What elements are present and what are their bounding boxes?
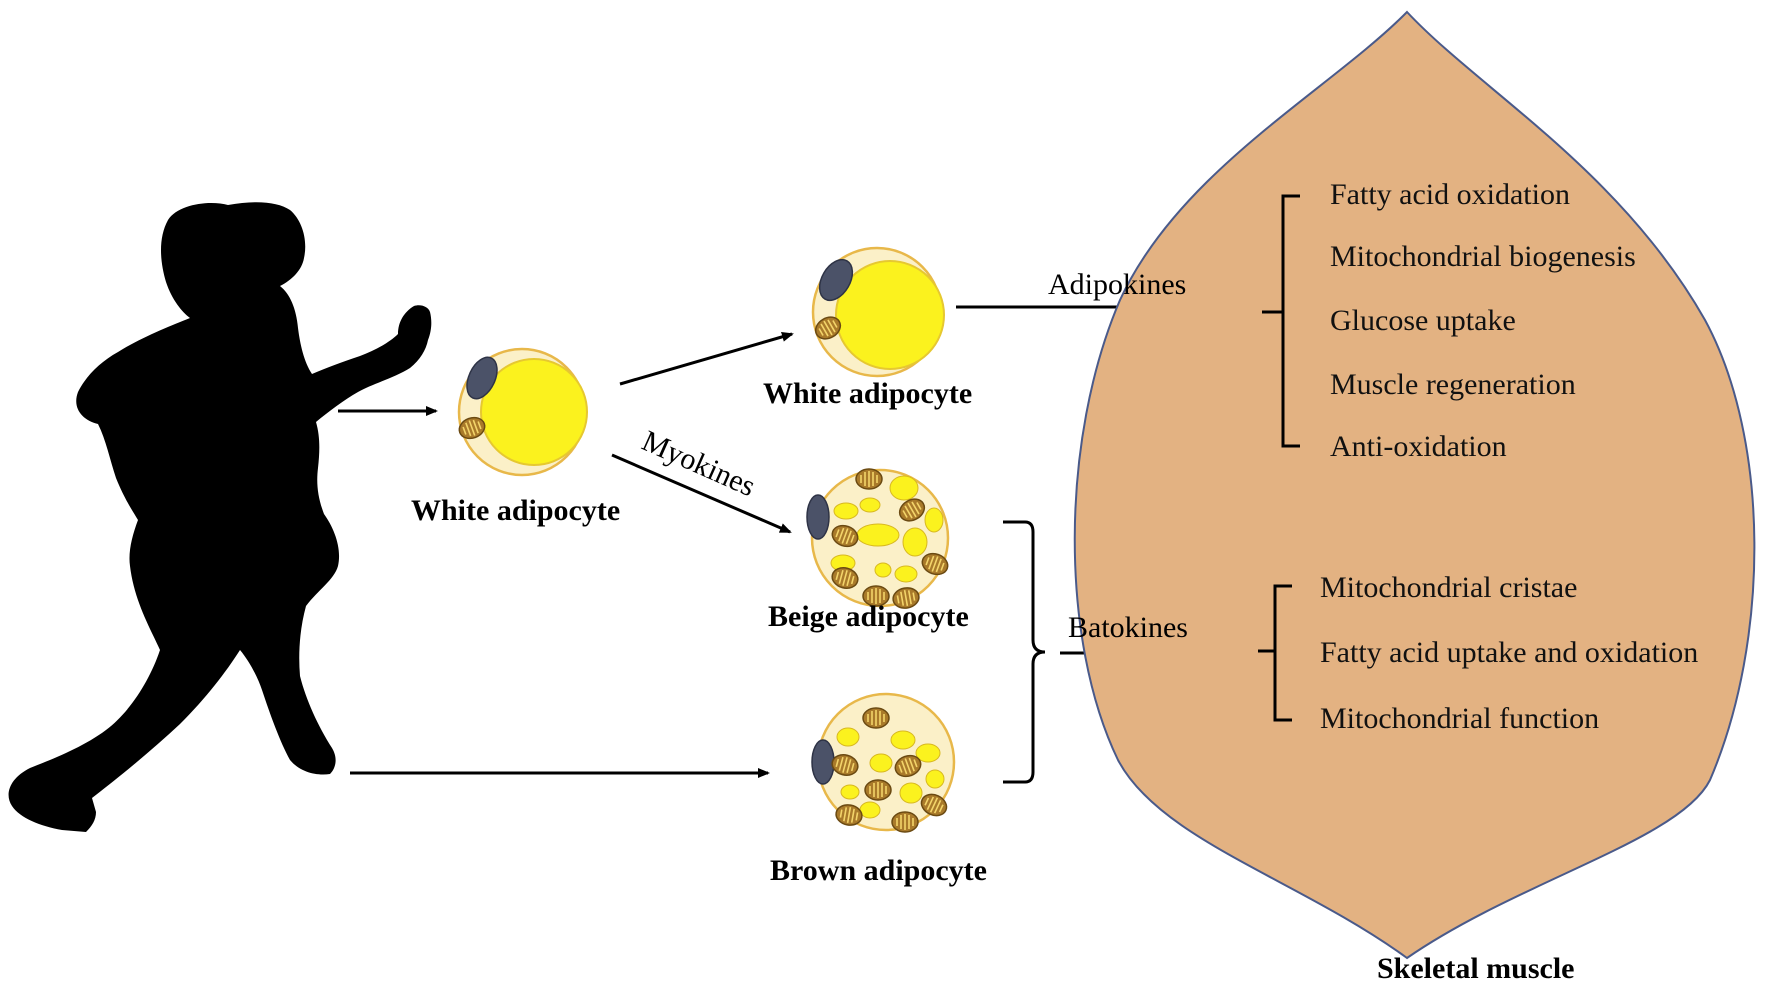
arrow-white-to-white: [619, 331, 794, 386]
brown-adipocyte: [811, 692, 956, 833]
nucleus-icon: [811, 739, 835, 785]
skeletal-muscle-label: Skeletal muscle: [1377, 952, 1574, 985]
brown-adipocyte-label: Brown adipocyte: [770, 854, 987, 887]
white-adipocyte-center-label: White adipocyte: [411, 494, 620, 527]
nucleus-icon: [806, 494, 830, 540]
nucleus-icon: [818, 258, 854, 302]
effect-item: Mitochondrial biogenesis: [1330, 240, 1636, 273]
skeletal-muscle-icon: [1073, 10, 1756, 960]
effect-item: Mitochondrial function: [1320, 702, 1599, 735]
white-adipocyte-top: [810, 246, 945, 378]
effect-item: Anti-oxidation: [1330, 430, 1507, 463]
batokine-effects-list: Mitochondrial cristae Fatty acid uptake …: [1320, 571, 1698, 735]
nucleus-icon: [466, 356, 498, 400]
arrow-white-to-beige: [611, 453, 792, 534]
white-adipocyte-top-label: White adipocyte: [763, 377, 972, 410]
effect-item: Muscle regeneration: [1330, 368, 1576, 401]
runner-silhouette-icon: [8, 202, 432, 832]
beige-adipocyte-label: Beige adipocyte: [768, 600, 969, 633]
bracket-batokine-effects: [1258, 584, 1292, 722]
effect-item: Fatty acid oxidation: [1330, 178, 1570, 211]
effect-item: Mitochondrial cristae: [1320, 571, 1577, 604]
bracket-adipokine-effects: [1262, 194, 1300, 448]
bracket-beige-brown: [1003, 520, 1046, 784]
adipokines-label: Adipokines: [1048, 268, 1186, 301]
white-adipocyte-center: [455, 347, 588, 477]
effect-item: Glucose uptake: [1330, 304, 1516, 337]
beige-adipocyte: [806, 468, 952, 611]
effect-item: Fatty acid uptake and oxidation: [1320, 636, 1698, 669]
batokines-label: Batokines: [1068, 611, 1188, 644]
adipokine-effects-list: Fatty acid oxidation Mitochondrial bioge…: [1330, 178, 1636, 463]
